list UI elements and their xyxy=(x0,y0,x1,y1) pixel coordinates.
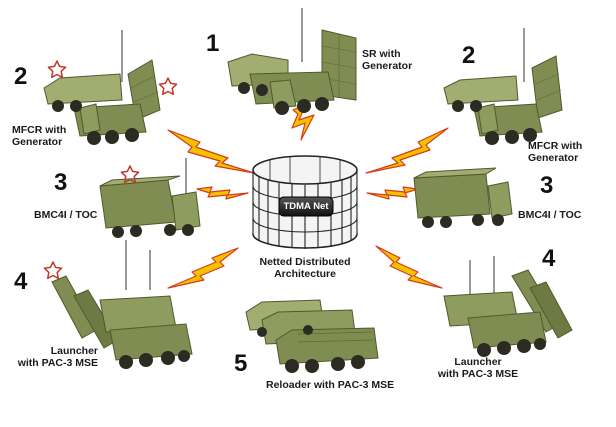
stars xyxy=(43,60,178,280)
node-number-mfcr-left: 2 xyxy=(14,63,28,90)
star-icon xyxy=(47,60,67,79)
lightning-bolt-icon xyxy=(196,186,249,200)
tdma-badge-label: TDMA Net xyxy=(283,201,329,212)
launcher-left-vehicle-illustration xyxy=(51,240,193,369)
node-number-launcher-right: 4 xyxy=(542,245,556,272)
star-icon xyxy=(158,77,178,96)
node-label-launcher-right: Launcher with PAC-3 MSE xyxy=(437,356,519,380)
node-number-bmc-left: 3 xyxy=(54,169,68,196)
star-icon xyxy=(43,261,63,280)
mfcr-left-vehicle-illustration xyxy=(43,30,161,145)
lightning-bolt-icon xyxy=(366,186,419,200)
lightning-bolt-icon xyxy=(167,247,239,289)
node-number-bmc-right: 3 xyxy=(540,172,554,199)
reloader-vehicle-illustration xyxy=(245,299,379,373)
hub-label: Netted Distributed Architecture xyxy=(259,256,351,280)
node-label-bmc-right: BMC4I / TOC xyxy=(518,209,582,221)
node-number-mfcr-right: 2 xyxy=(462,42,476,69)
node-label-bmc-left: BMC4I / TOC xyxy=(34,209,98,221)
tdma-badge xyxy=(278,196,334,217)
node-label-reloader: Reloader with PAC-3 MSE xyxy=(266,379,395,391)
hub-top xyxy=(252,155,358,185)
node-label-mfcr-right: MFCR with Generator xyxy=(528,140,583,164)
node-label-launcher-left: Launcher with PAC-3 MSE xyxy=(17,345,98,369)
node-number-reloader: 5 xyxy=(234,350,248,377)
sr-vehicle-illustration xyxy=(227,8,357,115)
lightning-bolt-icon xyxy=(365,127,449,174)
star-icon xyxy=(120,165,140,184)
lightning-bolt-icon xyxy=(167,129,255,174)
lightning-bolt-icon xyxy=(375,245,443,289)
bmc-right-vehicle-illustration xyxy=(413,167,513,228)
mfcr-right-vehicle-illustration xyxy=(443,28,563,145)
tdma-hub xyxy=(252,155,358,249)
launcher-right-vehicle-illustration xyxy=(443,256,573,357)
node-label-mfcr-left: MFCR with Generator xyxy=(12,124,67,148)
node-number-sr: 1 xyxy=(206,30,220,57)
node-number-launcher-left: 4 xyxy=(14,268,28,295)
node-label-sr: SR with Generator xyxy=(362,48,413,72)
bmc-left-vehicle-illustration xyxy=(99,158,201,238)
comm-links xyxy=(167,103,449,289)
